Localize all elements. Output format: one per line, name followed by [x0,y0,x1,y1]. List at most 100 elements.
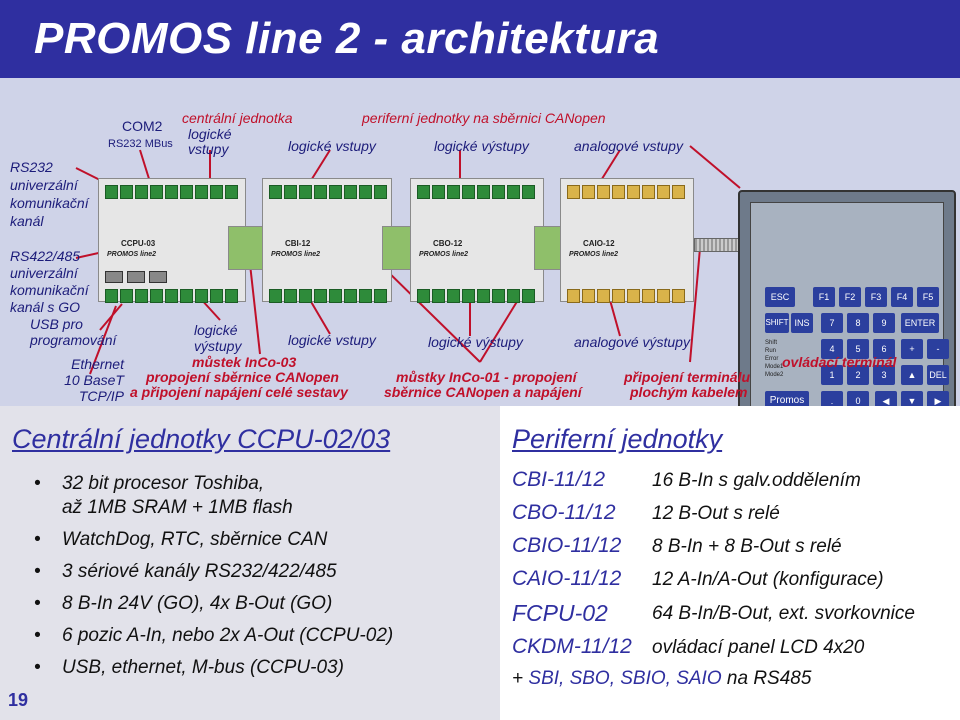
usb-label: USB pro programování [30,316,116,348]
ccpu-brand: PROMOS line2 [107,251,157,258]
status-leds: Shift Run Error Mode1 Mode2 [765,339,809,379]
cbi-brand: PROMOS line2 [271,251,321,258]
ethernet-label: Ethernet 10 BaseT TCP/IP [52,356,124,404]
key-esc[interactable]: ESC [765,287,795,307]
peripheral-desc: 16 B-In s galv.oddělením [652,470,861,491]
peripheral-desc: 12 A-In/A-Out (konfigurace) [652,569,884,590]
key-f1[interactable]: F1 [813,287,835,307]
key-del[interactable]: DEL [927,365,949,385]
rs485-port [127,271,145,283]
ccpu-bottom-terminals [105,289,238,303]
peripheral-desc: 12 B-Out s relé [652,503,780,524]
bullet-text-2: WatchDog, RTC, sběrnice CAN [62,529,328,550]
rs232-label: RS232 univerzální komunikační kanál [10,158,89,230]
caio-top-terminals [567,185,685,199]
cbo-brand: PROMOS line2 [419,251,469,258]
key-up[interactable]: ▲ [901,365,923,385]
led-mode1: Mode1 [765,364,784,370]
rs422-line2: univerzální [10,265,78,281]
key-f5[interactable]: F5 [917,287,939,307]
terminal-face: ESC F1 F2 F3 F4 F5 SHIFT INS 7 8 9 ENTER… [750,202,949,414]
key-shift[interactable]: SHIFT [765,313,789,333]
led-run: Run [765,348,777,354]
bullet-item: • 8 B-In 24V (GO), 4x B-Out (GO) [34,592,393,616]
rs422-label: RS422/485 univerzální komunikační kanál … [10,248,89,316]
bullet-text-4: 8 B-In 24V (GO), 4x B-Out (GO) [62,593,333,614]
terminal-conn-2: plochým kabelem [630,384,748,400]
key-enter[interactable]: ENTER [901,313,939,333]
cbo-model: CBO-12 [433,239,463,248]
com2-sub-label: RS232 MBus [108,138,173,150]
key-2[interactable]: 2 [847,365,869,385]
operator-terminal: ESC F1 F2 F3 F4 F5 SHIFT INS 7 8 9 ENTER… [738,190,956,426]
rs232-line1: RS232 [10,159,53,175]
central-units-section: Centrální jednotky CCPU-02/03 • 32 bit p… [0,406,500,720]
bullet-item: • USB, ethernet, M-bus (CCPU-03) [34,656,393,680]
peripheral-name: CBIO-11/12 [512,534,622,557]
key-1[interactable]: 1 [821,365,843,385]
rs232-line2: univerzální [10,177,78,193]
bottom-logic-out-line2: výstupy [194,338,242,354]
slide-title: PROMOS line 2 - architektura [34,14,660,63]
bridge-desc-1: propojení sběrnice CANopen [146,369,339,385]
peripheral-label: periferní jednotky na sběrnici CANopen [362,110,606,126]
peripheral-units-title: Periferní jednotky [512,424,723,454]
key-ins[interactable]: INS [791,313,813,333]
usb-port [149,271,167,283]
key-8[interactable]: 8 [847,313,869,333]
peripheral-name: CBO-11/12 [512,501,616,524]
caio-bottom-terminals [567,289,685,303]
key-f2[interactable]: F2 [839,287,861,307]
key-3[interactable]: 3 [873,365,895,385]
key-f4[interactable]: F4 [891,287,913,307]
bridge-desc-2: a připojení napájení celé sestavy [130,384,348,400]
peripheral-desc: 64 B-In/B-Out, ext. svorkovnice [652,603,915,624]
rs232-line3: komunikační [10,195,89,211]
bullet-text-5: 6 pozic A-In, nebo 2x A-Out (CCPU-02) [62,625,394,646]
key-minus[interactable]: - [927,339,949,359]
inco03-bridge [228,226,264,270]
key-5[interactable]: 5 [847,339,869,359]
rs422-line1: RS422/485 [10,248,81,264]
bottom-logic-in-label: logické vstupy [288,332,376,348]
caio-brand: PROMOS line2 [569,251,619,258]
key-plus[interactable]: + [901,339,923,359]
bullet-text-3: 3 sériové kanály RS232/422/485 [62,561,337,582]
page-number: 19 [8,690,29,710]
caio-model: CAIO-12 [583,239,615,248]
bullet-text-1b: až 1MB SRAM + 1MB flash [62,497,293,518]
peripheral-name: CAIO-11/12 [512,567,622,590]
rs422-line3: komunikační [10,282,89,298]
cbo-module: CBO-12 PROMOS line2 [410,178,544,303]
central-units-title: Centrální jednotky CCPU-02/03 [12,424,391,454]
bullet-item: • 6 pozic A-In, nebo 2x A-Out (CCPU-02) [34,624,393,648]
key-7[interactable]: 7 [821,313,843,333]
usb-line1: USB pro [30,316,83,332]
bridges-desc: sběrnice CANopen a napájení [384,384,582,400]
bullet-text-6: USB, ethernet, M-bus (CCPU-03) [62,657,344,678]
peripheral-name: CKDM-11/12 [512,635,632,658]
architecture-diagram: RS232 univerzální komunikační kanál RS42… [0,78,960,426]
key-9[interactable]: 9 [873,313,895,333]
top-logic-inputs-label: logické vstupy [288,138,376,154]
top-logic-label-2: vstupy [188,141,229,157]
title-bar: PROMOS line 2 - architektura [0,0,960,78]
terminal-label: ovládací terminál [782,354,897,370]
bottom-logic-out2-label: logické výstupy [428,334,523,350]
key-6[interactable]: 6 [873,339,895,359]
peripheral-desc: ovládací panel LCD 4x20 [652,637,865,658]
rs485-footer: + SBI, SBO, SBIO, SAIO na RS485 [512,668,811,690]
key-4[interactable]: 4 [821,339,843,359]
bullet-text-1: 32 bit procesor Toshiba, [62,473,265,494]
top-logic-label-1: logické [188,126,232,142]
bullet-dot: • [34,593,41,614]
usb-line2: programování [30,332,117,348]
bullet-dot: • [34,529,41,550]
ethernet-line3: TCP/IP [78,388,124,404]
footer-models: SBI, SBO, SBIO, SAIO [528,668,722,689]
led-shift: Shift [765,340,778,346]
ccpu-model: CCPU-03 [121,239,156,248]
connector-lines [75,145,741,375]
led-mode2: Mode2 [765,372,784,378]
key-f3[interactable]: F3 [865,287,887,307]
